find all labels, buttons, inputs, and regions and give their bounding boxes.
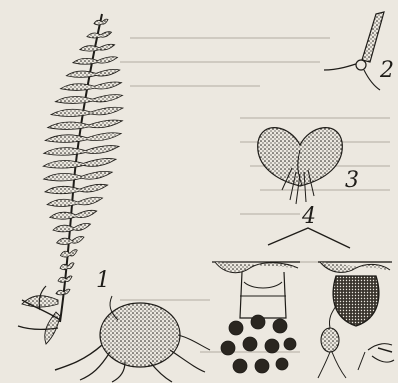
- frond-pinna: [85, 146, 119, 154]
- frond-pinna: [56, 290, 64, 295]
- label-3: 3: [345, 170, 359, 192]
- frond-pinna: [76, 210, 97, 217]
- frond-pinna: [94, 20, 102, 25]
- fern-frond-icon: [22, 14, 123, 344]
- label-1: 1: [96, 270, 110, 292]
- frond-pinna: [82, 171, 113, 179]
- germinating-spore-icon: [324, 12, 384, 90]
- frond-pinna: [57, 238, 72, 244]
- label-2: 2: [380, 60, 394, 82]
- label-4: 4: [302, 206, 316, 228]
- frond-pinna: [60, 264, 68, 269]
- frond-pinna: [68, 263, 74, 269]
- frond-pinna: [78, 197, 103, 205]
- frond-pinna: [44, 173, 82, 181]
- frond-pinna: [93, 95, 123, 102]
- frond-pinna: [51, 109, 91, 116]
- frond-pinna: [98, 57, 118, 63]
- frond-pinna: [73, 58, 98, 64]
- frond-pinna: [91, 107, 123, 115]
- frond-pinna: [45, 135, 87, 143]
- sex-organs-bracket: [268, 228, 350, 248]
- frond-pinna: [60, 251, 70, 257]
- frond-pinna: [48, 122, 89, 129]
- frond-pinna: [66, 276, 72, 281]
- archegonium-icon: [318, 262, 392, 326]
- frond-pinna: [61, 84, 95, 91]
- frond-pinna: [43, 161, 83, 169]
- frond-pinna: [55, 96, 92, 103]
- frond-pinna: [87, 33, 101, 38]
- frond-pinna: [66, 71, 96, 77]
- frond-pinna: [87, 133, 121, 141]
- frond-pinna: [83, 158, 116, 166]
- frond-pinna: [53, 225, 74, 232]
- frond-pinna: [89, 120, 122, 128]
- heart-shaped-prothallus-icon: [258, 128, 343, 204]
- frond-pinna: [70, 250, 77, 256]
- frond-pinna: [96, 69, 120, 76]
- frond-pinna: [99, 44, 114, 50]
- frond-pinna: [72, 237, 84, 244]
- frond-pinna: [80, 46, 99, 51]
- frond-pinna: [47, 199, 78, 206]
- frond-pinna: [74, 223, 91, 230]
- frond-pinna: [58, 277, 66, 282]
- frond-pinna: [80, 184, 108, 192]
- sperm-cells-icon: [221, 315, 296, 373]
- antheridium-icon: [212, 262, 300, 318]
- frond-pinna: [102, 19, 108, 24]
- frond-pinna: [50, 212, 76, 219]
- frond-pinna: [94, 82, 121, 89]
- frond-pinna: [45, 186, 80, 193]
- frond-pinna: [101, 32, 112, 37]
- frond-pinna: [44, 148, 86, 156]
